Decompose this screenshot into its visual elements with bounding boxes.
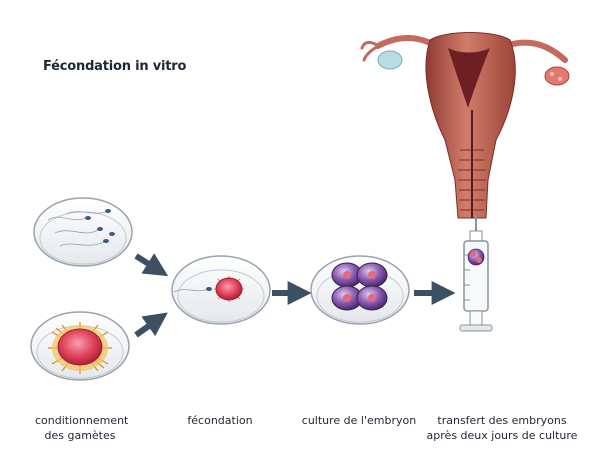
syringe-icon [459,216,493,332]
embryo-dish-icon [310,255,410,325]
uterus-icon [360,32,570,219]
caption-transfer: transfert des embryons après deux jours … [426,414,578,442]
egg-dish-icon [30,311,130,381]
sperm-dish-icon [33,197,133,267]
diagram-title: Fécondation in vitro [43,59,187,74]
caption-culture: culture de l'embryon [301,414,417,427]
arrow-sperm-to-fertilization [134,253,169,277]
flow-arrows [134,253,456,338]
caption-gametes: conditionnement des gamètes [35,414,129,442]
arrow-egg-to-fertilization [134,312,168,338]
caption-fertilization: fécondation [187,414,253,427]
fertilization-dish-icon [171,255,271,325]
